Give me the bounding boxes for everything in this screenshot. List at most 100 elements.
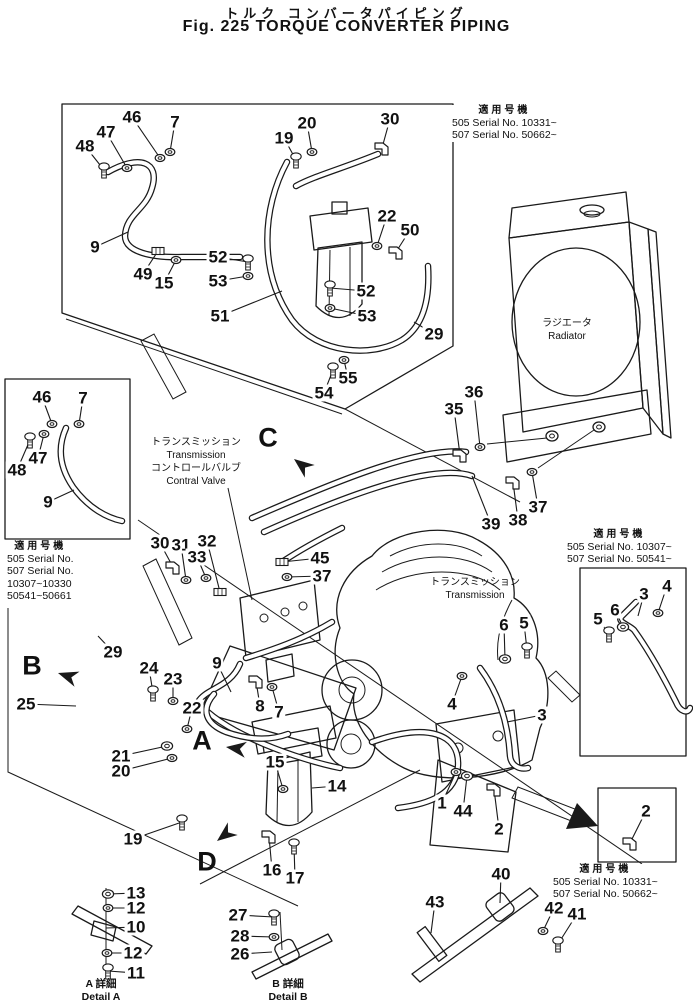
callout-32[interactable]: 32 xyxy=(195,531,219,551)
washer-icon xyxy=(170,255,182,265)
callout-3[interactable]: 3 xyxy=(637,584,651,604)
callout-29[interactable]: 29 xyxy=(422,324,446,344)
washer-icon xyxy=(242,271,254,281)
washer-icon xyxy=(456,671,468,681)
callout-1[interactable]: 1 xyxy=(435,793,449,813)
washer-icon xyxy=(652,608,664,618)
bolt-icon xyxy=(290,152,302,169)
callout-14[interactable]: 14 xyxy=(325,776,349,796)
callout-52[interactable]: 52 xyxy=(354,281,378,301)
component-label-line: Radiator xyxy=(548,331,586,342)
callout-5[interactable]: 5 xyxy=(517,613,531,633)
callout-15[interactable]: 15 xyxy=(152,273,176,293)
callout-19[interactable]: 19 xyxy=(272,128,296,148)
callout-37[interactable]: 37 xyxy=(526,497,550,517)
callout-4[interactable]: 4 xyxy=(445,694,459,714)
callout-2[interactable]: 2 xyxy=(492,819,506,839)
callout-6[interactable]: 6 xyxy=(608,600,622,620)
callout-17[interactable]: 17 xyxy=(283,868,307,888)
callout-7[interactable]: 7 xyxy=(272,702,286,722)
callout-16[interactable]: 16 xyxy=(260,860,284,880)
callout-47[interactable]: 47 xyxy=(26,448,50,468)
callout-9[interactable]: 9 xyxy=(41,492,55,512)
callout-19[interactable]: 19 xyxy=(121,829,145,849)
callout-51[interactable]: 51 xyxy=(208,306,232,326)
callout-30[interactable]: 30 xyxy=(378,109,402,129)
callout-30[interactable]: 30 xyxy=(148,533,172,553)
bolt-icon xyxy=(268,909,280,926)
callout-28[interactable]: 28 xyxy=(228,926,252,946)
washer-icon xyxy=(526,467,538,477)
component-label-line: Contral Valve xyxy=(166,476,226,487)
callout-6[interactable]: 6 xyxy=(497,615,511,635)
callout-29[interactable]: 29 xyxy=(101,642,125,662)
callout-52[interactable]: 52 xyxy=(206,247,230,267)
callout-7[interactable]: 7 xyxy=(168,112,182,132)
callout-12[interactable]: 12 xyxy=(121,943,145,963)
callout-24[interactable]: 24 xyxy=(137,658,161,678)
washer-icon xyxy=(164,147,176,157)
callout-22[interactable]: 22 xyxy=(180,698,204,718)
callout-39[interactable]: 39 xyxy=(479,514,503,534)
callout-43[interactable]: 43 xyxy=(423,892,447,912)
callout-22[interactable]: 22 xyxy=(375,206,399,226)
callout-38[interactable]: 38 xyxy=(506,510,530,530)
callout-5[interactable]: 5 xyxy=(591,609,605,629)
callout-33[interactable]: 33 xyxy=(185,547,209,567)
callout-54[interactable]: 54 xyxy=(312,383,336,403)
callout-35[interactable]: 35 xyxy=(442,399,466,419)
callout-9[interactable]: 9 xyxy=(88,237,102,257)
callout-46[interactable]: 46 xyxy=(30,387,54,407)
callout-11[interactable]: 11 xyxy=(125,963,147,983)
callout-12[interactable]: 12 xyxy=(124,898,148,918)
callout-7[interactable]: 7 xyxy=(76,388,90,408)
callout-26[interactable]: 26 xyxy=(228,944,252,964)
callout-50[interactable]: 50 xyxy=(398,220,422,240)
callout-48[interactable]: 48 xyxy=(5,460,29,480)
callout-37[interactable]: 37 xyxy=(310,566,334,586)
callout-25[interactable]: 25 xyxy=(14,694,38,714)
washer-icon xyxy=(371,241,383,251)
nut-icon xyxy=(101,889,115,899)
callout-4[interactable]: 4 xyxy=(660,576,674,596)
page-title-japanese: トルク コンバータパイピング xyxy=(225,6,468,21)
callout-53[interactable]: 53 xyxy=(206,271,230,291)
washer-icon xyxy=(38,429,50,439)
callout-21[interactable]: 21 xyxy=(109,746,133,766)
callout-40[interactable]: 40 xyxy=(489,864,513,884)
callout-8[interactable]: 8 xyxy=(253,696,267,716)
callout-20[interactable]: 20 xyxy=(295,113,319,133)
bolt-icon xyxy=(324,280,336,297)
callout-49[interactable]: 49 xyxy=(131,264,155,284)
callout-41[interactable]: 41 xyxy=(565,904,589,924)
callout-36[interactable]: 36 xyxy=(462,382,486,402)
callout-15[interactable]: 15 xyxy=(263,752,287,772)
callout-3[interactable]: 3 xyxy=(535,705,549,725)
component-label-line: Transmission xyxy=(445,590,505,601)
callout-53[interactable]: 53 xyxy=(355,306,379,326)
callout-42[interactable]: 42 xyxy=(542,898,566,918)
callout-44[interactable]: 44 xyxy=(451,801,475,821)
callout-27[interactable]: 27 xyxy=(226,905,250,925)
callout-13[interactable]: 13 xyxy=(124,883,148,903)
view-arrow-b-icon xyxy=(58,671,80,687)
bolt-icon xyxy=(242,254,254,271)
part-glyphs-layer xyxy=(24,142,664,980)
callout-10[interactable]: 10 xyxy=(124,917,148,937)
callout-48[interactable]: 48 xyxy=(73,136,97,156)
callout-20[interactable]: 20 xyxy=(109,761,133,781)
callout-47[interactable]: 47 xyxy=(94,122,118,142)
washer-icon xyxy=(200,573,212,583)
callout-23[interactable]: 23 xyxy=(161,669,185,689)
elbow-fitting-icon xyxy=(486,783,501,797)
leader-line-36 xyxy=(473,391,481,448)
callout-45[interactable]: 45 xyxy=(308,548,332,568)
elbow-fitting-icon xyxy=(165,561,180,575)
callout-46[interactable]: 46 xyxy=(120,107,144,127)
callout-9[interactable]: 9 xyxy=(210,653,224,673)
callout-55[interactable]: 55 xyxy=(336,368,360,388)
callout-2[interactable]: 2 xyxy=(639,801,653,821)
